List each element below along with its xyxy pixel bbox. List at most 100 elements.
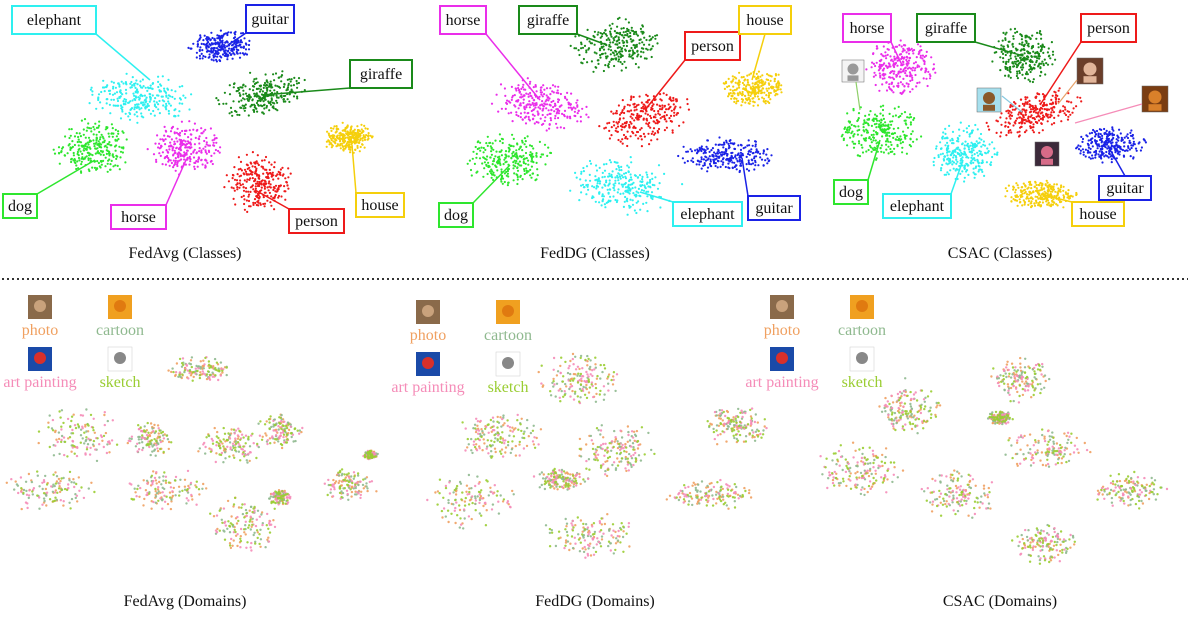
point [1037, 111, 1040, 114]
point [982, 140, 986, 143]
point [1036, 31, 1039, 34]
point [576, 104, 579, 107]
point [280, 75, 283, 78]
point [83, 118, 87, 121]
point [1000, 112, 1003, 115]
point [213, 138, 216, 141]
point [108, 154, 111, 157]
point [228, 84, 231, 87]
point [499, 178, 503, 181]
point [118, 90, 122, 93]
point [1037, 54, 1040, 57]
point [607, 175, 610, 178]
point [582, 166, 585, 170]
point [82, 149, 85, 152]
point [541, 153, 545, 156]
point [204, 43, 207, 46]
point [618, 169, 621, 172]
point [738, 158, 742, 161]
point [891, 120, 894, 123]
point [1037, 46, 1040, 49]
point [234, 30, 237, 33]
point [751, 97, 754, 100]
point [567, 106, 570, 109]
point [218, 42, 221, 45]
point [287, 176, 290, 179]
point [1013, 101, 1016, 104]
point [659, 98, 662, 101]
point [146, 102, 149, 106]
point [636, 34, 640, 37]
point [760, 158, 764, 161]
point [492, 148, 495, 151]
point [607, 66, 610, 69]
point [747, 152, 750, 156]
point [617, 51, 621, 54]
point [872, 62, 876, 65]
point [1013, 65, 1016, 68]
point [644, 112, 647, 115]
point [209, 43, 212, 46]
point [266, 81, 269, 84]
point [173, 164, 176, 167]
point [170, 127, 173, 130]
point [722, 161, 725, 164]
point [275, 99, 278, 102]
point [565, 98, 569, 101]
point [108, 141, 111, 144]
point [538, 140, 542, 143]
point [624, 49, 628, 52]
point [618, 41, 621, 45]
point [738, 91, 742, 94]
point [208, 53, 211, 56]
point [1027, 52, 1030, 55]
point [248, 169, 251, 172]
point [1019, 98, 1023, 101]
point [245, 153, 248, 156]
point [716, 166, 719, 169]
point [925, 77, 928, 80]
point [563, 115, 566, 118]
point [1057, 89, 1060, 92]
point [705, 145, 708, 148]
point [921, 54, 925, 57]
point [920, 135, 923, 138]
point [553, 110, 556, 113]
point [1024, 98, 1027, 101]
point [720, 143, 724, 146]
point [196, 165, 199, 168]
point [1029, 80, 1032, 83]
point [621, 34, 624, 37]
point [976, 128, 979, 131]
point [754, 151, 758, 154]
point [232, 187, 235, 190]
series-giraffe-points [991, 27, 1057, 84]
point [622, 31, 625, 34]
point [1033, 55, 1036, 58]
point [652, 120, 655, 123]
point [901, 141, 905, 144]
point [485, 164, 488, 167]
point [1008, 110, 1011, 113]
point [617, 36, 620, 39]
point [580, 191, 583, 194]
point [179, 155, 182, 158]
point [748, 73, 751, 76]
point [623, 107, 626, 110]
point [892, 72, 895, 75]
point [116, 97, 119, 100]
point [897, 127, 900, 130]
point [247, 95, 250, 98]
point [641, 180, 644, 183]
point [914, 73, 917, 77]
point [243, 202, 246, 206]
point [246, 210, 249, 213]
point [346, 124, 349, 127]
point [945, 137, 948, 140]
point [535, 120, 538, 124]
point [567, 103, 570, 106]
point [946, 151, 949, 154]
point [607, 200, 610, 204]
point [849, 127, 852, 130]
point [757, 98, 761, 101]
